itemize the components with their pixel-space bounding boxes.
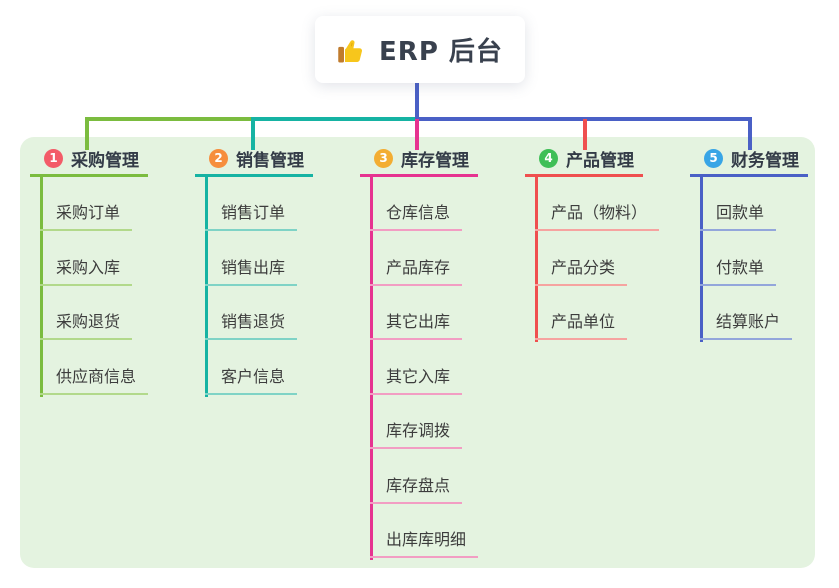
child-node[interactable]: 其它入库 — [370, 367, 463, 395]
branch-number-badge: 4 — [539, 148, 558, 168]
bus-segment — [85, 117, 255, 121]
child-node[interactable]: 库存盘点 — [370, 476, 463, 504]
branch-number-badge: 1 — [44, 148, 63, 168]
branch-number-badge: 5 — [704, 148, 723, 168]
branch-drop-line — [251, 119, 255, 150]
child-node[interactable]: 产品分类 — [535, 258, 628, 286]
branch-title[interactable]: 4 产品管理 — [539, 147, 634, 171]
child-node[interactable]: 供应商信息 — [40, 367, 149, 395]
branch-title[interactable]: 2 销售管理 — [209, 147, 304, 171]
root-connector-line — [415, 83, 419, 119]
branch-drop-line — [583, 119, 587, 150]
branch-underline — [690, 174, 808, 177]
branch-drop-line — [415, 119, 419, 150]
child-connector-line — [700, 177, 703, 342]
child-connector-line — [205, 177, 208, 397]
child-node[interactable]: 采购订单 — [40, 203, 133, 231]
child-node[interactable]: 产品单位 — [535, 312, 628, 340]
branch-underline — [360, 174, 478, 177]
thumbs-up-icon — [337, 35, 367, 65]
branch-number-badge: 3 — [374, 148, 393, 168]
child-node[interactable]: 出库库明细 — [370, 530, 479, 558]
branch-underline — [195, 174, 313, 177]
root-title: ERP 后台 — [379, 37, 503, 67]
branch-title[interactable]: 1 采购管理 — [44, 147, 139, 171]
branch-title[interactable]: 3 库存管理 — [374, 147, 469, 171]
child-node[interactable]: 库存调拨 — [370, 421, 463, 449]
bus-segment — [251, 117, 419, 121]
child-connector-line — [40, 177, 43, 397]
child-node[interactable]: 结算账户 — [700, 312, 793, 340]
branches-panel — [20, 137, 815, 568]
child-node[interactable]: 销售出库 — [205, 258, 298, 286]
branch-number-badge: 2 — [209, 148, 228, 168]
child-node[interactable]: 付款单 — [700, 258, 777, 286]
child-node[interactable]: 产品（物料） — [535, 203, 660, 231]
branch-title[interactable]: 5 财务管理 — [704, 147, 799, 171]
branch-title-label: 销售管理 — [236, 150, 304, 171]
branch-drop-line — [748, 119, 752, 150]
child-node[interactable]: 仓库信息 — [370, 203, 463, 231]
child-node[interactable]: 客户信息 — [205, 367, 298, 395]
child-node[interactable]: 销售订单 — [205, 203, 298, 231]
branch-underline — [30, 174, 148, 177]
root-node[interactable]: ERP 后台 — [315, 16, 525, 83]
branch-title-label: 产品管理 — [566, 150, 634, 171]
child-node[interactable]: 产品库存 — [370, 258, 463, 286]
child-node[interactable]: 采购入库 — [40, 258, 133, 286]
child-node[interactable]: 销售退货 — [205, 312, 298, 340]
branch-underline — [525, 174, 643, 177]
child-connector-line — [370, 177, 373, 560]
child-node[interactable]: 采购退货 — [40, 312, 133, 340]
child-node[interactable]: 其它出库 — [370, 312, 463, 340]
branch-title-label: 库存管理 — [401, 150, 469, 171]
branch-drop-line — [85, 119, 89, 150]
branch-title-label: 采购管理 — [71, 150, 139, 171]
child-connector-line — [535, 177, 538, 342]
branch-title-label: 财务管理 — [731, 150, 799, 171]
child-node[interactable]: 回款单 — [700, 203, 777, 231]
